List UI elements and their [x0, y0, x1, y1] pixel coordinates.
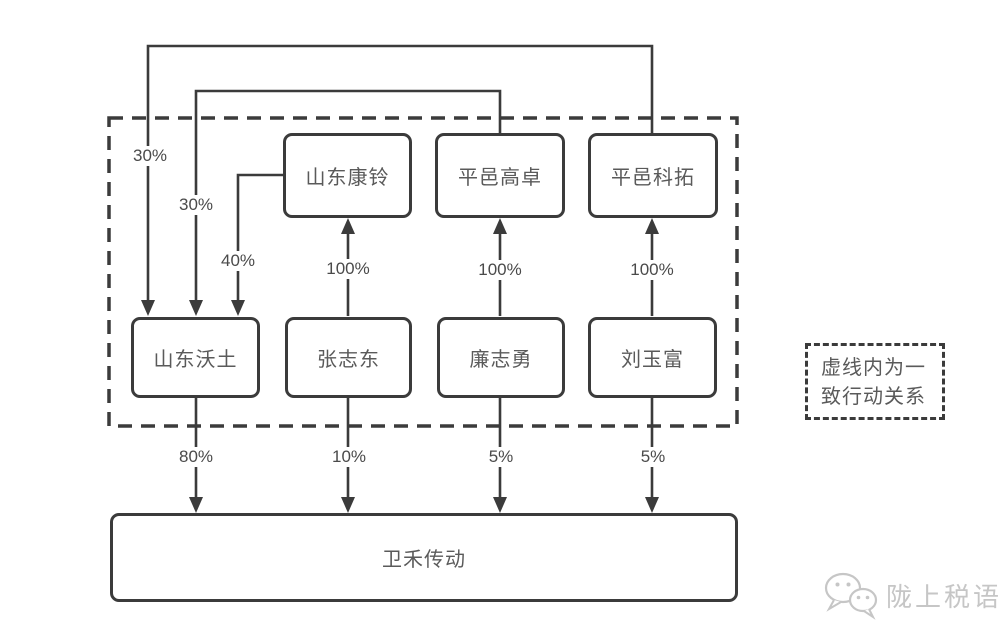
edge-shandong-kangling-to-shandong-wotu [231, 173, 283, 316]
entity-box-weihe-chuandong: 卫禾传动 [110, 513, 738, 602]
edge-pingyi-ketuo-to-shandong-wotu [141, 44, 654, 316]
edge-label-100pct-zhang: 100% [323, 259, 373, 279]
entity-box-shandong-kangling: 山东康铃 [283, 133, 412, 218]
entity-box-pingyi-ketuo: 平邑科拓 [588, 133, 718, 218]
watermark-text: 陇上税语 [886, 581, 1003, 612]
entity-box-pingyi-gaozhuo: 平邑高卓 [435, 133, 565, 218]
edge-label-30pct-gaozhuo: 30% [175, 195, 217, 215]
entity-label: 平邑高卓 [458, 167, 542, 189]
concerted-action-dashed-frame [107, 116, 739, 428]
edge-label-100pct-lian: 100% [475, 260, 525, 280]
edge-label-80pct-wotu: 80% [175, 447, 217, 467]
entity-label: 廉志勇 [469, 349, 533, 371]
edge-label-100pct-liu: 100% [627, 260, 677, 280]
entity-label: 平邑科拓 [611, 167, 695, 189]
entity-box-lian-zhiyong: 廉志勇 [437, 317, 565, 398]
entity-label: 刘玉富 [621, 349, 684, 371]
entity-box-liu-yufu: 刘玉富 [588, 317, 717, 398]
entity-box-zhang-zhidong: 张志东 [285, 317, 412, 398]
entity-box-shandong-wotu: 山东沃土 [131, 317, 260, 398]
wechat-icon [824, 572, 878, 620]
edge-label-10pct-zhang: 10% [328, 447, 370, 467]
legend-note-box: 虚线内为一致行动关系 [805, 343, 945, 420]
entity-label: 卫禾传动 [382, 549, 466, 571]
edge-label-5pct-liu: 5% [637, 447, 669, 467]
edge-label-40pct-kangling: 40% [217, 251, 259, 271]
edge-label-30pct-ketuo: 30% [129, 146, 171, 166]
entity-label: 山东沃土 [153, 349, 238, 371]
entity-label: 山东康铃 [305, 167, 390, 189]
watermark: 陇上税语 [822, 570, 1002, 620]
edge-label-5pct-lian: 5% [485, 447, 517, 467]
legend-note-text: 虚线内为一致行动关系 [821, 357, 926, 408]
entity-label: 张志东 [317, 349, 380, 371]
